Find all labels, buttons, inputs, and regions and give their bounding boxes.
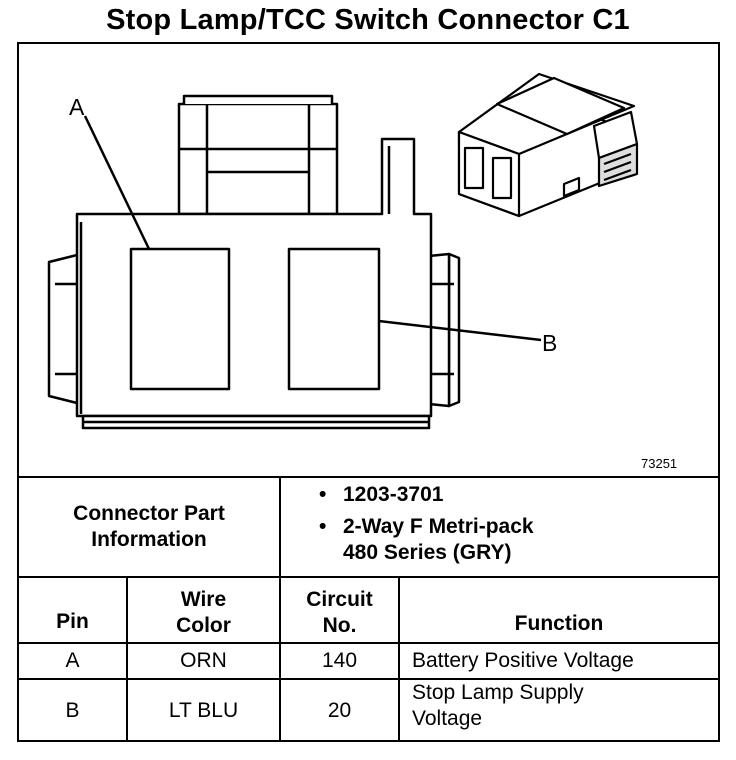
connector-frame: A B 73251 Connector Part Information • 1… [17,42,720,742]
cavity-b [287,247,381,391]
connector-part-info-label: Connector Part Information [19,478,279,576]
column-header-circuit-no: Circuit No. [306,588,373,637]
connector-series: 480 Series (GRY) [343,541,512,564]
list-item: • 2-Way F Metri-pack [319,514,534,540]
divider [19,642,718,644]
divider [279,578,281,742]
callout-a-label: A [69,94,85,120]
connector-type: 2-Way F Metri-pack [343,515,534,538]
figure-number: 73251 [641,456,678,471]
connector-illustration [47,72,639,430]
row-a-circuit: 140 [321,649,358,672]
leader-line-b [378,319,542,342]
divider [398,578,400,742]
row-b-function: Stop Lamp Supply Voltage [412,681,584,730]
divider [126,578,128,742]
divider [19,476,718,478]
info-label-line-1: Connector Part [73,502,225,525]
row-b-pin: B [65,699,80,722]
row-a-function: Battery Positive Voltage [412,649,634,672]
part-number: 1203-3701 [343,483,444,506]
row-b-wire-color: LT BLU [168,699,239,722]
row-b-circuit: 20 [327,699,352,722]
row-a-wire-color: ORN [180,649,227,672]
leader-line-a [83,115,151,250]
connector-latch [177,102,339,216]
column-header-function: Function [514,612,604,635]
divider [19,576,718,578]
bullet-icon: • [319,515,327,538]
row-a-pin: A [65,649,80,672]
divider [19,678,718,680]
connector-isometric-view [457,72,639,218]
cavity-a [129,247,231,391]
info-label-line-2: Information [91,528,207,551]
column-header-pin: Pin [56,610,89,633]
column-header-wire-color: Wire Color [176,588,231,637]
diagram-title: Stop Lamp/TCC Switch Connector C1 [106,4,630,36]
list-item: 480 Series (GRY) [319,540,534,566]
divider [279,478,281,576]
bullet-icon: • [319,483,327,506]
connector-part-info-list: • 1203-3701 • 2-Way F Metri-pack 480 Ser… [319,482,534,566]
list-item: • 1203-3701 [319,482,534,508]
callout-b-label: B [542,330,558,356]
